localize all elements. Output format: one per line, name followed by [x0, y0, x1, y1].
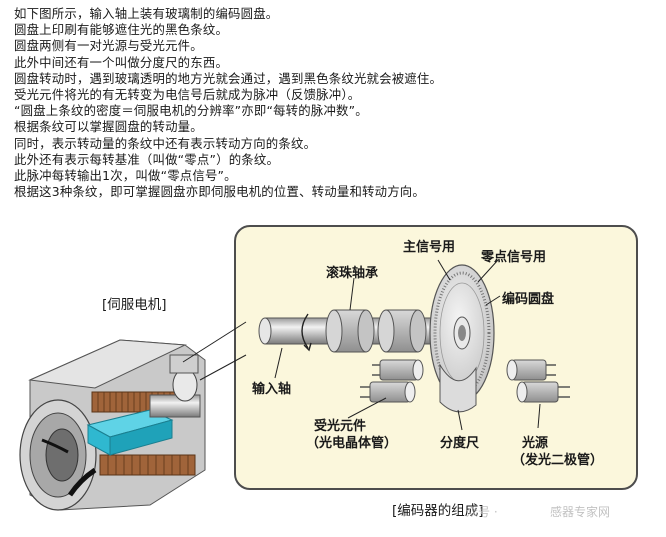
light-source-label: 光源: [522, 436, 549, 451]
intro-line: 同时，表示转动量的条纹中还有表示转动方向的条纹。: [14, 135, 317, 151]
main-signal-label: 主信号用: [403, 240, 456, 255]
zero-signal-label: 零点信号用: [481, 250, 547, 265]
watermark-left: 众号 ·: [466, 505, 498, 519]
motor-caption: [伺服电机]: [102, 297, 167, 313]
intro-line: “圆盘上条纹的密度＝伺服电机的分辨率”亦即“每转的脉冲数”。: [14, 103, 368, 119]
intro-line: 圆盘两侧有一对光源与受光元件。: [14, 38, 203, 54]
intro-text: 如下图所示，输入轴上装有玻璃制的编码圆盘。 圆盘上印刷有能够遮住光的黑色条纹。 …: [14, 6, 654, 200]
photo-element-sublabel: （光电晶体管）: [306, 436, 398, 451]
encoder-assembly: [258, 259, 570, 431]
photo-element-label: 受光元件: [314, 419, 367, 434]
index-scale-label: 分度尺: [440, 436, 480, 451]
encoder-disk-label: 编码圆盘: [502, 292, 555, 307]
ball-bearing-label: 滚珠轴承: [326, 266, 379, 281]
intro-line: 如下图所示，输入轴上装有玻璃制的编码圆盘。: [14, 6, 279, 21]
light-source-sublabel: （发光二极管）: [512, 453, 604, 468]
intro-line: 根据条纹可以掌握圆盘的转动量。: [14, 119, 203, 135]
intro-line: 圆盘转动时，遇到玻璃透明的地方光就会通过，遇到黑色条纹光就会被遮住。: [14, 70, 443, 86]
intro-line: 受光元件将光的有无转变为电信号后就成为脉冲（反馈脉冲）。: [14, 86, 361, 102]
intro-line: 此外还有表示每转基准（叫做“零点”）的条纹。: [14, 151, 280, 167]
input-shaft-label: 输入轴: [252, 382, 292, 397]
watermark-right: 感器专家网: [550, 505, 611, 519]
intro-line: 根据这3种条纹，即可掌握圆盘亦即伺服电机的位置、转动量和转动方向。: [14, 184, 425, 200]
servo-motor-image: [19, 339, 206, 511]
intro-line: 此脉冲每转输出1次，叫做“零点信号”。: [14, 167, 237, 183]
intro-line: 圆盘上印刷有能够遮住光的黑色条纹。: [14, 22, 229, 38]
encoder-caption: [编码器的组成]: [392, 503, 484, 519]
intro-line: 此外中间还有一个叫做分度尺的东西。: [14, 54, 229, 70]
